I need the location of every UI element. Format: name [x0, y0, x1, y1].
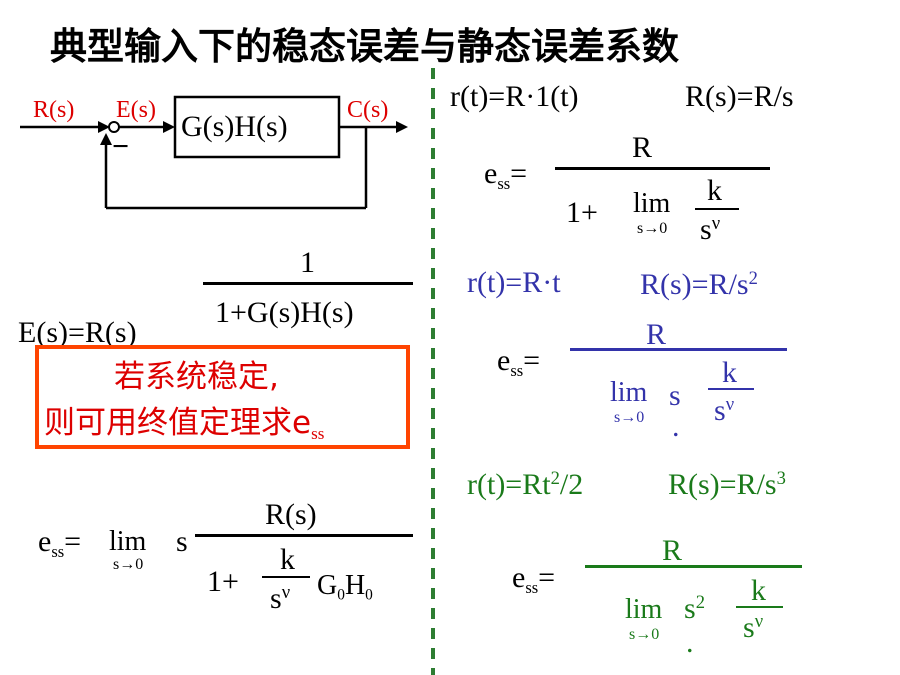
general-g-sub: 0 — [337, 586, 345, 604]
step-eq: = — [510, 157, 528, 190]
parabola-dot: . — [686, 626, 694, 659]
block-label: G(s)H(s) — [181, 110, 288, 143]
step-r-t: r(t)=R·1(t) — [450, 80, 579, 113]
ramp-e: e — [497, 344, 511, 377]
output-signal-label: C(s) — [347, 97, 389, 123]
condition-box — [35, 345, 410, 449]
step-fraction-bar — [555, 167, 770, 170]
ramp-nu: ν — [725, 394, 735, 415]
ramp-r-s-sup: 2 — [748, 268, 758, 289]
ramp-lim-sub: s→0 — [614, 409, 645, 426]
ramp-fraction-bar — [570, 348, 787, 351]
ramp-r-t: r(t)=R·t — [467, 266, 561, 299]
general-k: k — [280, 543, 295, 576]
condition-line-2-text: 则可用终值定理求e — [44, 405, 312, 441]
parabola-k: k — [751, 574, 766, 607]
ramp-r-s: R(s)=R/s2 — [640, 268, 758, 302]
ramp-eq: = — [523, 344, 541, 377]
general-lim-sub: s→0 — [113, 556, 144, 573]
general-ss: ss — [51, 541, 65, 561]
parabola-nu: ν — [754, 611, 764, 632]
step-ess-lhs: ess= — [484, 159, 527, 192]
ramp-k: k — [722, 356, 737, 389]
transfer-denominator: 1+G(s)H(s) — [215, 296, 354, 329]
ramp-s: s — [669, 379, 681, 412]
general-lim: lim — [109, 526, 147, 557]
general-h: H — [344, 570, 366, 601]
condition-line-2: 则可用终值定理求ess — [44, 407, 324, 442]
step-k-bar — [695, 208, 739, 210]
step-nu: ν — [711, 213, 721, 234]
general-s-nu: sν — [270, 582, 291, 616]
parabola-lim-sub: s→0 — [629, 626, 660, 643]
transfer-lhs: E(s)=R(s) — [18, 316, 137, 349]
divider-line — [431, 68, 435, 675]
ramp-k-bar — [708, 388, 754, 390]
parabola-k-bar — [736, 606, 783, 608]
parabola-ss: ss — [525, 577, 539, 597]
transfer-numerator: 1 — [300, 246, 315, 279]
general-fraction-bar — [195, 534, 413, 537]
parabola-s-sup: 2 — [695, 592, 705, 613]
error-signal-label: E(s) — [116, 97, 156, 123]
step-s-nu: sν — [700, 213, 721, 247]
ramp-ss: ss — [510, 360, 524, 380]
input-signal-label: R(s) — [33, 97, 75, 123]
step-k: k — [707, 174, 722, 207]
condition-line-1: 若系统稳定, — [114, 359, 279, 395]
minus-sign: − — [112, 130, 130, 163]
step-e: e — [484, 157, 498, 190]
general-ess-lhs: ess= — [38, 527, 81, 560]
step-r-s: R(s)=R/s — [685, 80, 794, 113]
condition-line-2-sub: ss — [311, 423, 325, 443]
parabola-ess-lhs: ess= — [512, 563, 555, 596]
parabola-s: s — [684, 592, 696, 626]
ramp-s-base: s — [714, 394, 726, 428]
step-ss: ss — [497, 173, 511, 193]
page-title: 典型输入下的稳态误差与静态误差系数 — [50, 25, 679, 68]
general-g: G — [317, 570, 338, 601]
general-eq: = — [64, 525, 82, 558]
general-s: s — [176, 525, 188, 558]
general-e: e — [38, 525, 52, 558]
ramp-dot: . — [672, 410, 680, 443]
feedback-block-diagram — [20, 95, 408, 210]
step-numerator: R — [632, 131, 653, 164]
parabola-r-t: r(t)=Rt2/2 — [467, 468, 584, 502]
parabola-r-t-end: /2 — [559, 468, 584, 502]
ramp-numerator: R — [646, 318, 667, 351]
parabola-r-t-sup: 2 — [550, 468, 560, 489]
general-numerator: R(s) — [265, 498, 317, 531]
parabola-s-base: s — [743, 611, 755, 645]
general-g0h0: G0H0 — [317, 572, 373, 603]
ramp-ess-lhs: ess= — [497, 346, 540, 379]
ramp-lim: lim — [610, 377, 648, 408]
parabola-r-t-base: r(t)=Rt — [467, 468, 551, 502]
ramp-r-s-base: R(s)=R/s — [640, 268, 749, 302]
parabola-r-s-sup: 3 — [776, 468, 786, 489]
parabola-e: e — [512, 561, 526, 594]
parabola-lim: lim — [625, 594, 663, 625]
step-lim-sub: s→0 — [637, 220, 668, 237]
general-den-prefix: 1+ — [207, 565, 239, 598]
parabola-s-squared: s2 — [684, 592, 705, 626]
parabola-numerator: R — [662, 534, 683, 567]
parabola-r-s-base: R(s)=R/s — [668, 468, 777, 502]
step-lim: lim — [633, 188, 671, 219]
transfer-fraction-bar — [203, 282, 413, 285]
parabola-fraction-bar — [585, 565, 802, 568]
general-nu: ν — [281, 582, 291, 603]
general-h-sub: 0 — [365, 586, 373, 604]
parabola-r-s: R(s)=R/s3 — [668, 468, 786, 502]
general-s-base: s — [270, 582, 282, 616]
parabola-s-nu: sν — [743, 611, 764, 645]
step-den-prefix: 1+ — [566, 196, 598, 229]
general-k-bar — [262, 576, 310, 578]
ramp-s-nu: sν — [714, 394, 735, 428]
parabola-eq: = — [538, 561, 556, 594]
step-s-base: s — [700, 213, 712, 247]
